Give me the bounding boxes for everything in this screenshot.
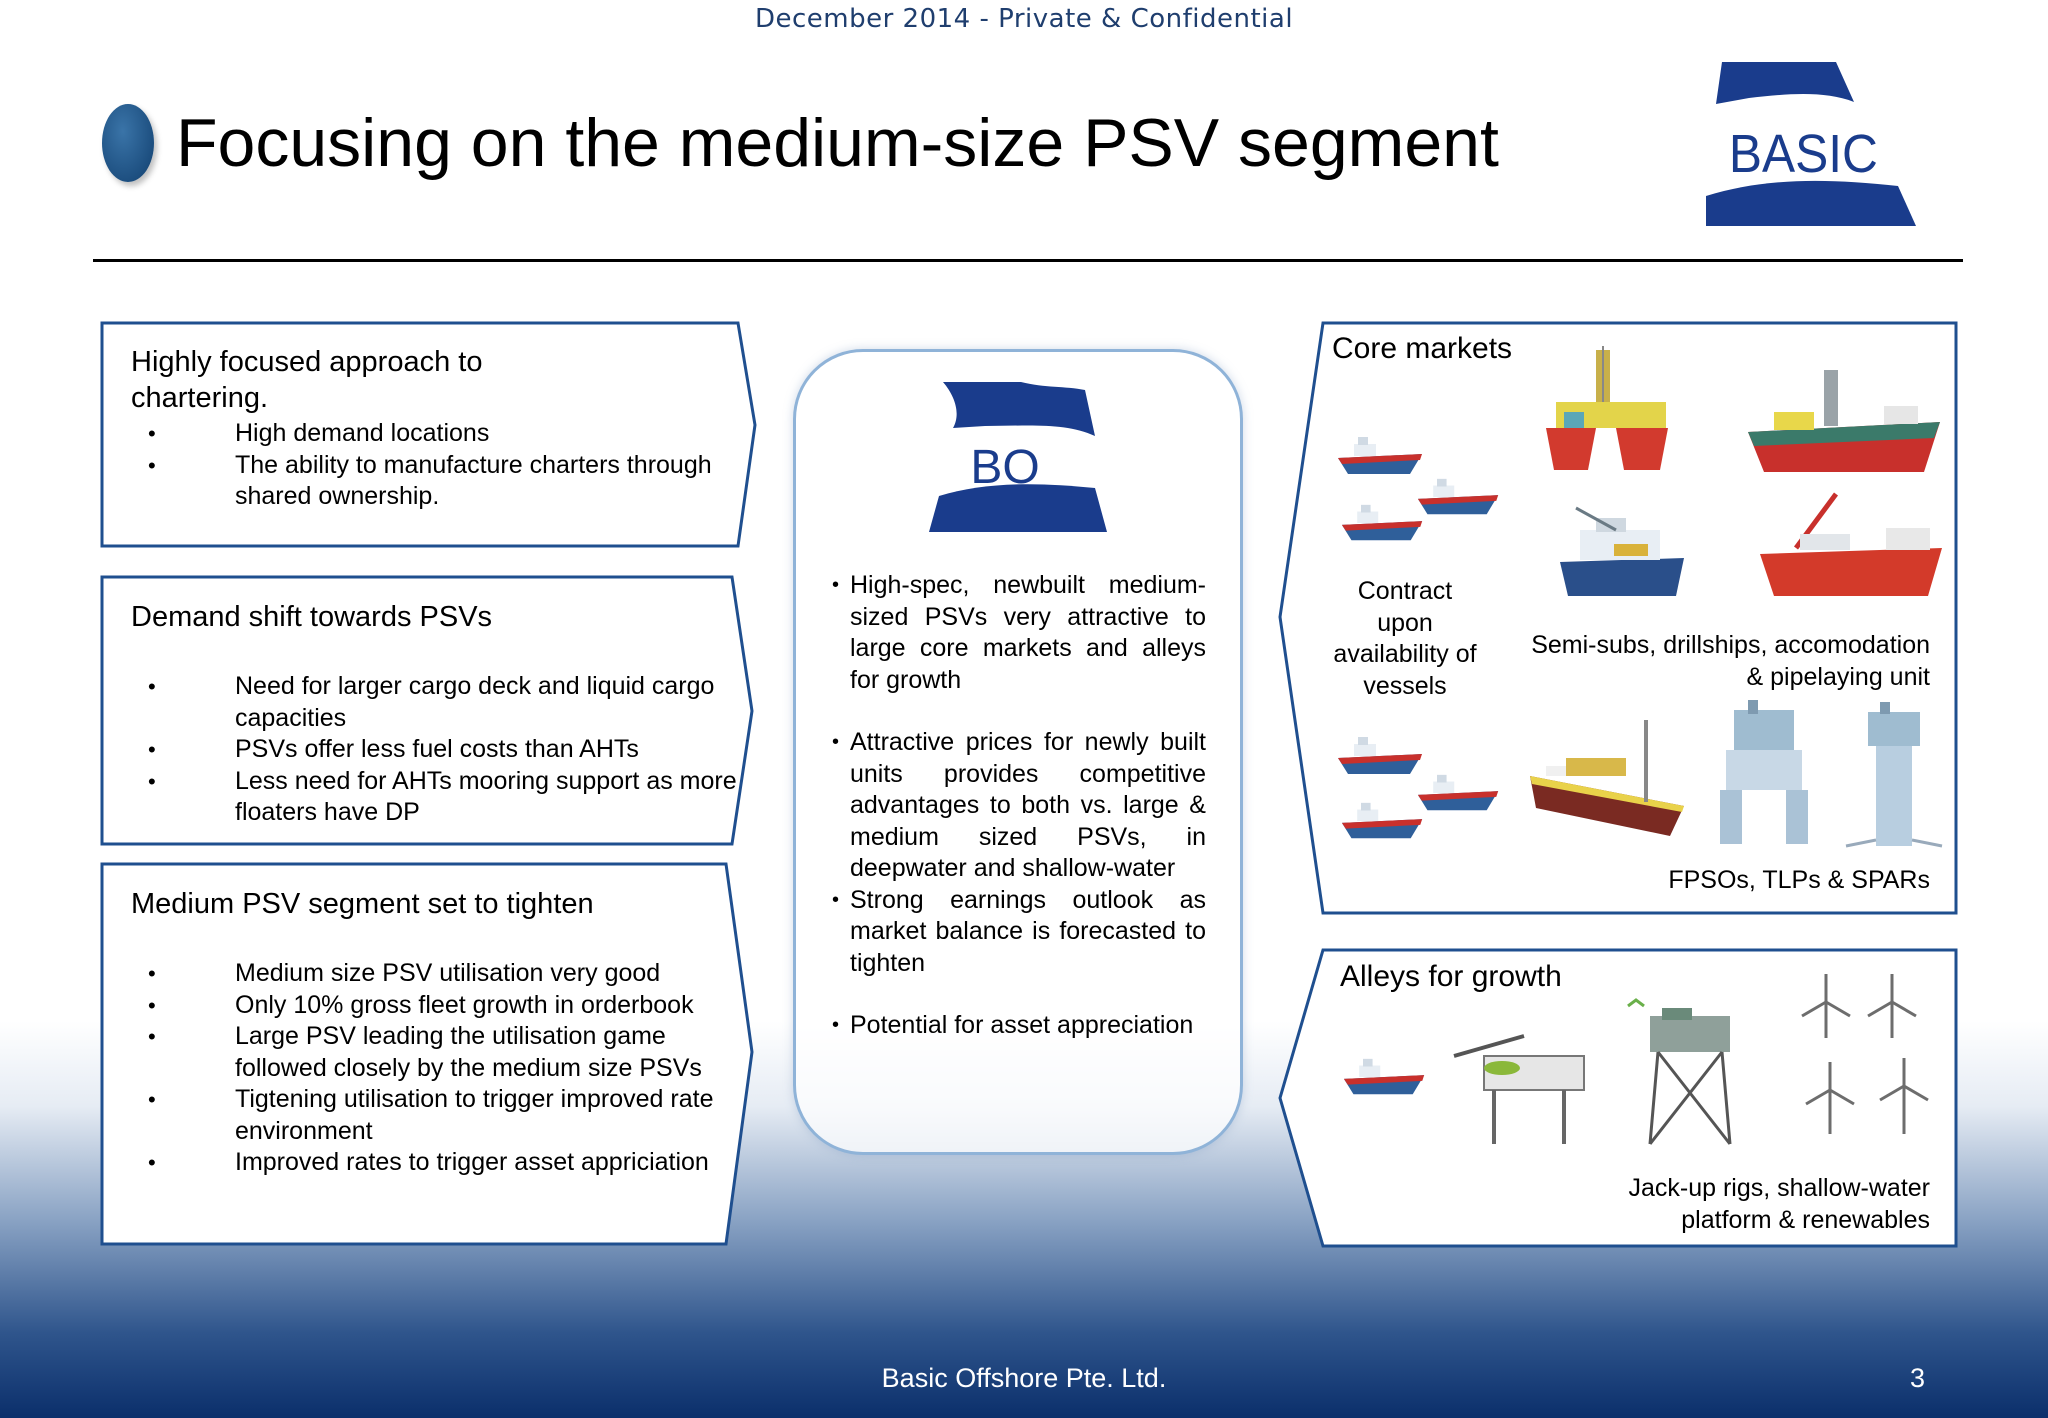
alleys-caption: Jack-up rigs, shallow-water platform & r…	[1628, 1174, 1931, 1234]
basic-logo: BASIC	[1706, 62, 1916, 226]
psv-vessel-illustration	[1341, 504, 1423, 541]
page-title: Focusing on the medium-size PSV segment	[176, 105, 1499, 181]
bullet-item: The ability to manufacture charters thro…	[131, 450, 741, 513]
bullet-item: High demand locations	[131, 418, 741, 450]
accommodation-vessel-illustration	[1560, 506, 1684, 596]
fpso-caption: FPSOs, TLPs & SPARs	[1668, 866, 1930, 894]
basic-logo-text: BASIC	[1729, 123, 1878, 183]
bullet-item: Improved rates to trigger asset appricia…	[131, 1147, 741, 1179]
jack-up-rig-illustration	[1453, 1034, 1585, 1144]
psv-vessel-illustration	[1341, 802, 1423, 839]
bullet-item: Less need for AHTs mooring support as mo…	[131, 766, 741, 829]
psv-vessel-illustration	[1417, 774, 1499, 811]
bullet-item: Need for larger cargo deck and liquid ca…	[131, 671, 741, 734]
bullet-item: PSVs offer less fuel costs than AHTs	[131, 734, 741, 766]
center-bullet-item: Potential for asset appreciation	[832, 1010, 1206, 1042]
bullet-item: Large PSV leading the utilisation game f…	[131, 1021, 741, 1084]
bullet-item: Medium size PSV utilisation very good	[131, 958, 741, 990]
panel-alleys-growth-frame	[1278, 948, 1958, 1248]
bo-logo: BO	[929, 382, 1107, 532]
panel-chartering: Highly focused approach to chartering. H…	[100, 321, 760, 549]
bullet-item: Only 10% gross fleet growth in orderbook	[131, 990, 741, 1022]
title-bullet-icon	[102, 104, 154, 182]
drillship-illustration	[1748, 370, 1940, 472]
panel-demand-shift-bullets: Need for larger cargo deck and liquid ca…	[131, 671, 741, 829]
panel-medium-psv: Medium PSV segment set to tighten Medium…	[100, 862, 760, 1247]
wind-turbines-illustration	[1801, 974, 1929, 1134]
alleys-title: Alleys for growth	[1340, 960, 1562, 993]
shallow-water-platform-illustration	[1627, 998, 1732, 1145]
psv-vessel-illustration	[1338, 737, 1422, 774]
page-number: 3	[1910, 1363, 1926, 1393]
panel-demand-shift: Demand shift towards PSVs Need for large…	[100, 575, 760, 847]
footer-company: Basic Offshore Pte. Ltd.	[881, 1363, 1167, 1393]
panel-alleys-growth	[1276, 948, 1958, 1248]
tlp-illustration	[1720, 700, 1808, 844]
psv-vessel-illustration	[1338, 437, 1422, 474]
confidential-note: December 2014 - Private & Confidential	[754, 4, 1294, 34]
bullet-item: Tigtening utilisation to trigger improve…	[131, 1084, 741, 1147]
spar-illustration	[1845, 702, 1943, 848]
title-divider	[93, 259, 1963, 262]
panel-chartering-bullets: High demand locations The ability to man…	[131, 418, 741, 513]
panel-medium-psv-heading: Medium PSV segment set to tighten	[131, 888, 594, 920]
psv-vessel-illustration	[1417, 478, 1499, 515]
center-bullet-item: High-spec, newbuilt medium-sized PSVs ve…	[832, 570, 1206, 696]
panel-chartering-heading: Highly focused approach to chartering.	[131, 346, 483, 414]
panel-medium-psv-bullets: Medium size PSV utilisation very good On…	[131, 958, 741, 1179]
contract-note: Contract upon availability of vessels	[1333, 577, 1477, 700]
semi-sub-rig-illustration	[1546, 346, 1668, 470]
fpso-illustration	[1530, 720, 1684, 836]
core-markets-title: Core markets	[1332, 332, 1513, 365]
center-bullet-item: Attractive prices for newly built units …	[832, 727, 1206, 885]
center-bullet-item: Strong earnings outlook as market balanc…	[832, 885, 1206, 980]
pipelaying-vessel-illustration	[1760, 492, 1942, 596]
psv-vessel-illustration	[1343, 1058, 1425, 1095]
panel-demand-shift-heading: Demand shift towards PSVs	[131, 601, 493, 633]
semi-subs-caption: Semi-subs, drillships, accomodation & pi…	[1531, 631, 1930, 691]
center-bullets: High-spec, newbuilt medium-sized PSVs ve…	[832, 570, 1206, 1042]
